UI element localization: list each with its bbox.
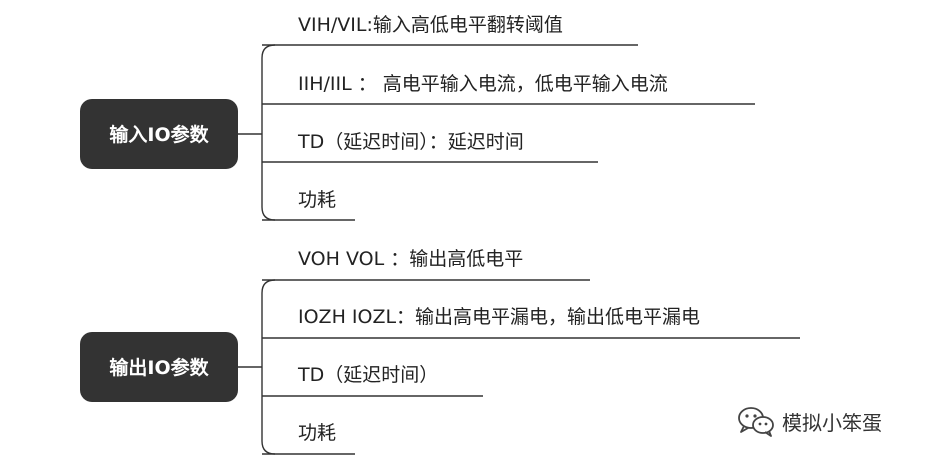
root-node-label: 输出IO参数 <box>109 356 209 379</box>
root-node-label: 输入IO参数 <box>109 123 209 146</box>
watermark: 模拟小笨蛋 <box>736 405 882 437</box>
branch-label: 功耗 <box>298 189 336 211</box>
branch-label: VOH VOL ：输出高低电平 <box>298 248 523 270</box>
branch-label: IIH/IIL ： 高电平输入电流，低电平输入电流 <box>298 73 668 95</box>
wechat-icon <box>738 407 774 437</box>
group-input-io: 输入IO参数 VIH/VIL:输入高低电平翻转阈值 IIH/IIL ： 高电平输… <box>80 14 755 221</box>
branch-label: IOZH IOZL：输出高电平漏电，输出低电平漏电 <box>298 306 700 328</box>
root-node-box <box>80 99 238 169</box>
branch-label: VIH/VIL:输入高低电平翻转阈值 <box>298 14 563 36</box>
root-node-box <box>80 332 238 402</box>
bracket-line <box>261 279 276 455</box>
branch-label: TD（延迟时间）：延迟时间 <box>297 131 524 153</box>
watermark-text: 模拟小笨蛋 <box>782 410 882 435</box>
branch-label: TD（延迟时间） <box>297 364 438 386</box>
branch-label: 功耗 <box>298 422 336 444</box>
group-output-io: 输出IO参数 VOH VOL ：输出高低电平 IOZH IOZL：输出高电平漏电… <box>80 248 800 455</box>
bracket-line <box>261 44 276 221</box>
